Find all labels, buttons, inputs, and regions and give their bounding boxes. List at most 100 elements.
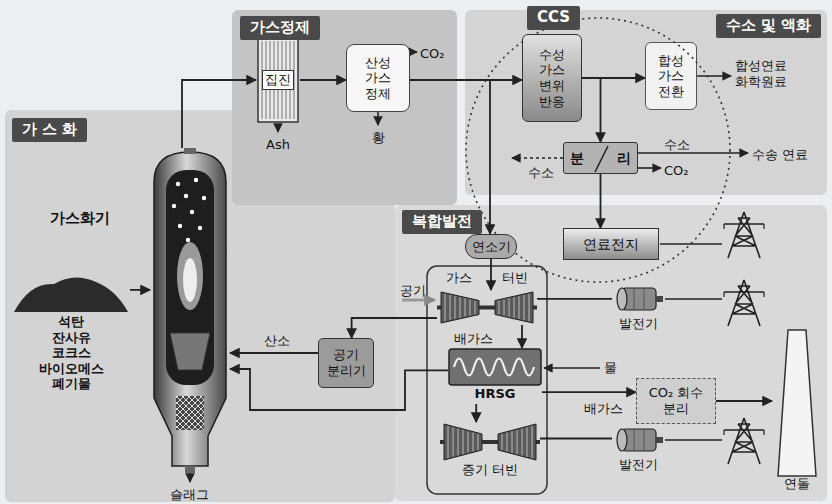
- flow-connector: [521, 325, 523, 348]
- text-label: 합성연료 화학원료: [735, 58, 787, 89]
- node-label: 수성 가스 변위 반응: [539, 47, 565, 109]
- turb-shape-part: [532, 426, 533, 458]
- vessel-shape-part: [184, 194, 188, 198]
- turb-shape-part: [448, 426, 449, 458]
- gen-shape-part: [617, 429, 627, 451]
- turb-shape-part: [514, 297, 515, 318]
- text-label: 수소: [528, 165, 554, 181]
- node-label: 석탄 잔사유 코크스 바이오메스 폐기물: [39, 314, 104, 392]
- turb-shape-part: [455, 296, 456, 319]
- label-holder: 수소: [664, 134, 690, 153]
- turb-shape-part: [475, 301, 476, 315]
- feedstock-pile: 석탄 잔사유 코크스 바이오메스 폐기물: [12, 272, 130, 400]
- chim-shape-part: [778, 330, 816, 476]
- flow-connector: [537, 298, 612, 300]
- region-heading: 가 스 화: [12, 118, 87, 142]
- chimney: 연돌: [772, 328, 822, 498]
- separator-box: 분 리: [563, 142, 638, 174]
- turb-shape-part: [522, 429, 523, 456]
- turb-shape-part: [441, 292, 479, 323]
- vessel-shape-part: [172, 204, 176, 208]
- turb-shape-part: [507, 433, 508, 452]
- text-label: 수송 연료: [752, 147, 808, 163]
- turb-shape-part: [502, 434, 503, 450]
- filter-shape-part: [258, 38, 298, 122]
- label-holder: 수소: [528, 162, 554, 181]
- region-heading: 가스정제: [240, 16, 320, 40]
- label-holder: 합성연료 화학원료: [735, 58, 787, 90]
- turbine-housing: [427, 266, 547, 494]
- turb-shape-part: [450, 295, 451, 320]
- node-label: 연소기: [472, 239, 511, 255]
- edge-label-holder: 배가스: [582, 398, 625, 417]
- pile-shape-part: [14, 277, 128, 312]
- label-holder: 황: [372, 127, 385, 146]
- node-label: 발전기: [619, 316, 658, 332]
- node-label: 증기 터빈: [462, 462, 518, 478]
- region-ground: [465, 10, 827, 195]
- leader-arrows-part: [665, 439, 722, 441]
- leader-arrows-part: [638, 167, 661, 169]
- turb-shape-part: [499, 301, 500, 315]
- node-label: 가스화기: [50, 209, 110, 227]
- edge-label: 배가스: [582, 401, 625, 417]
- turb-shape-part: [527, 427, 528, 456]
- hrsg-shape-part: [449, 349, 541, 385]
- turb-shape-part: [444, 424, 482, 460]
- gas-turbine: 가스 터빈: [437, 290, 537, 325]
- vessel-shape-part: [176, 396, 204, 430]
- process-box: 합성 가스 전환: [645, 42, 697, 110]
- label-holder: CO₂: [420, 43, 445, 62]
- process-box: 공기 분리기: [318, 338, 374, 388]
- region-ground: [395, 205, 827, 501]
- turb-shape-part: [470, 299, 471, 315]
- turb-shape-part: [445, 294, 446, 321]
- vessel-shape-part: [185, 466, 195, 473]
- steam-turbine: 증기 터빈: [440, 422, 540, 488]
- combustor: 연소기: [465, 234, 517, 259]
- node-label: 발전기: [619, 457, 658, 473]
- vessel-shape-part: [183, 258, 197, 302]
- vessel-shape-part: [202, 196, 206, 200]
- label-holder: 수송 연료: [752, 144, 808, 163]
- gen-shape-part: [634, 430, 635, 450]
- vessel-shape-part: [186, 238, 190, 242]
- text-label: 공기: [400, 283, 426, 299]
- region-heading: CCS: [527, 6, 580, 30]
- edge-label-holder: 산소: [262, 330, 292, 349]
- leader-arrows-part: [697, 75, 731, 77]
- process-box: 산성 가스 정제: [346, 44, 410, 112]
- region-heading: 수소 및 액화: [716, 14, 821, 38]
- leader-arrows-part: [512, 157, 563, 159]
- region-panel: 가스정제집진 산성 가스 정제: [232, 10, 457, 205]
- flow-connector: [352, 318, 437, 338]
- edge-label-holder: 배가스: [452, 328, 495, 347]
- vessel-shape-part: [166, 170, 214, 385]
- vessel-shape-part: [190, 210, 194, 214]
- process-box: 수성 가스 변위 반응: [522, 34, 582, 122]
- vessel-shape-part: [194, 178, 198, 182]
- node-label: 합성 가스 전환: [658, 53, 684, 100]
- node-label: CO₂ 회수 분리: [647, 385, 705, 416]
- dust-filter: 집진: [256, 36, 300, 124]
- hrsg-shape-part: [454, 359, 534, 376]
- vessel-shape-part: [178, 224, 182, 228]
- vessel-shape-part: [177, 242, 203, 310]
- region-panel: 복합발전연소기가스 터빈HRSG증기 터빈연료전지발전기발전기CO₂ 회수 분리…: [395, 205, 827, 501]
- vessel-shape-part: [198, 226, 202, 230]
- leader-arrows-part: [410, 51, 417, 53]
- label-holder: 슬래그: [170, 484, 209, 503]
- turb-shape-part: [453, 427, 454, 456]
- gen-shape-part: [617, 288, 627, 310]
- edge-label: 배가스: [452, 331, 495, 347]
- air-inlet: [402, 299, 435, 302]
- turb-shape-part: [495, 292, 533, 323]
- vessel-shape-part: [154, 152, 226, 466]
- turb-shape-part: [473, 433, 474, 452]
- vessel-shape: [150, 148, 230, 473]
- turb-shape-part: [498, 424, 536, 460]
- text-label: 황: [372, 130, 385, 146]
- generator: 발전기: [612, 282, 664, 334]
- flow-connector: [716, 400, 772, 402]
